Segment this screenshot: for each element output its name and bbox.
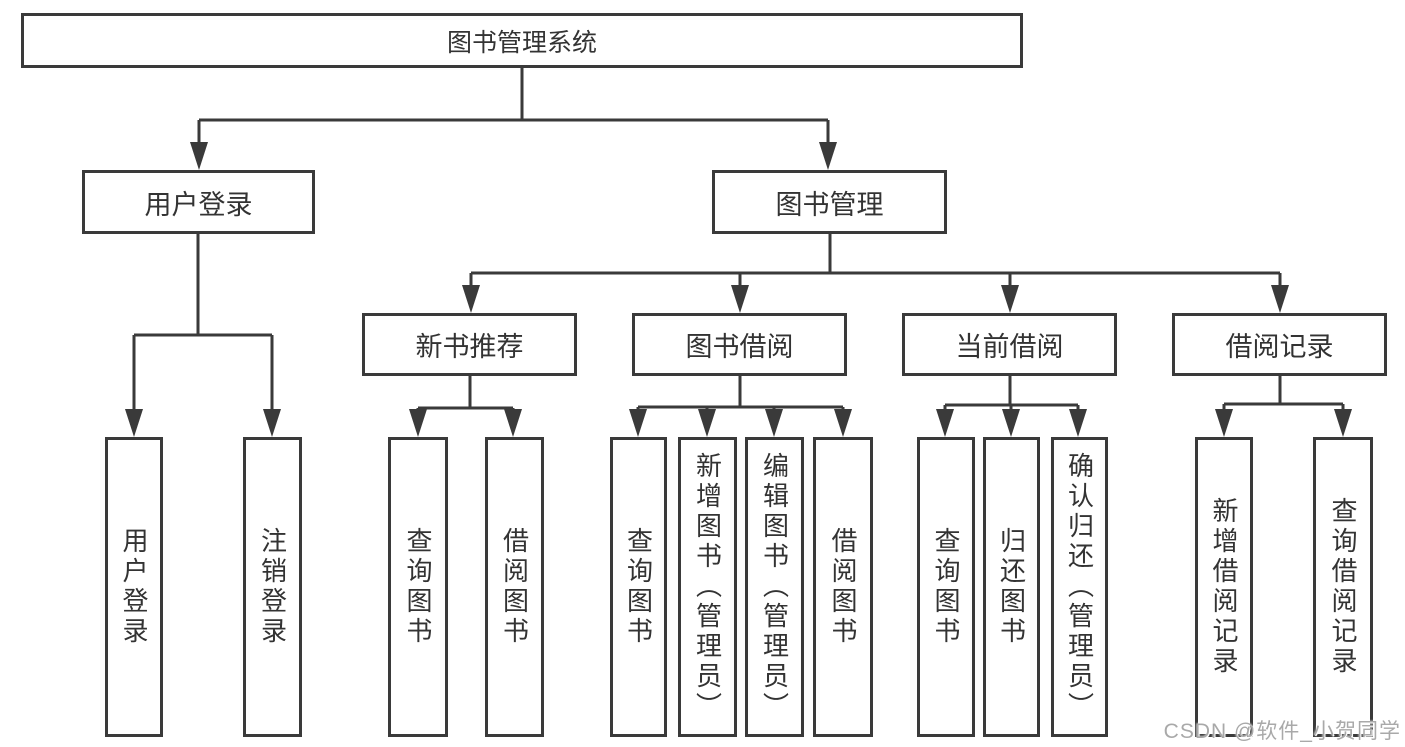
arrowheads-current-borrow-children: [936, 409, 1087, 437]
connector-user-login-children: [132, 234, 274, 411]
node-root: 图书管理系统: [21, 13, 1023, 68]
connector-borrow-record-children: [1222, 376, 1345, 411]
leaf-borrow-query-books: 查询图书: [610, 437, 667, 737]
leaf-user-login: 用户登录: [105, 437, 163, 737]
connector-root-to-level2: [197, 68, 830, 144]
leaf-return-books: 归还图书: [983, 437, 1040, 737]
leaf-add-books-admin: 新增图书（管理员）: [678, 437, 737, 737]
arrowheads-new-book-children: [409, 409, 522, 437]
leaf-logout: 注销登录: [243, 437, 302, 737]
leaf-newbook-borrow-books: 借阅图书: [485, 437, 544, 737]
connector-current-borrow-children: [943, 376, 1080, 411]
leaf-add-borrow-record: 新增借阅记录: [1195, 437, 1253, 737]
leaf-edit-books-admin: 编辑图书（管理员）: [745, 437, 804, 737]
leaf-current-query-books: 查询图书: [917, 437, 975, 737]
node-current-borrowing: 当前借阅: [902, 313, 1117, 376]
node-user-login: 用户登录: [82, 170, 315, 234]
node-borrowing-records: 借阅记录: [1172, 313, 1387, 376]
connector-book-borrow-children: [636, 376, 845, 411]
leaf-borrow-borrow-books: 借阅图书: [813, 437, 873, 737]
node-new-book-recommend: 新书推荐: [362, 313, 577, 376]
connector-new-book-children: [416, 376, 515, 411]
arrowheads-level2: [190, 142, 837, 170]
leaf-newbook-query-books: 查询图书: [388, 437, 448, 737]
node-book-management: 图书管理: [712, 170, 947, 234]
leaf-query-borrow-record: 查询借阅记录: [1313, 437, 1373, 737]
csdn-watermark: CSDN @软件_小贺同学: [1163, 720, 1401, 743]
arrowheads-user-login-children: [125, 409, 281, 437]
leaf-confirm-return-admin: 确认归还（管理员）: [1051, 437, 1108, 737]
arrowheads-borrow-record-children: [1215, 409, 1352, 437]
connector-book-mgmt-children: [469, 234, 1282, 287]
arrowheads-book-mgmt-children: [462, 285, 1289, 313]
node-book-borrowing: 图书借阅: [632, 313, 847, 376]
arrowheads-book-borrow-children: [629, 409, 852, 437]
